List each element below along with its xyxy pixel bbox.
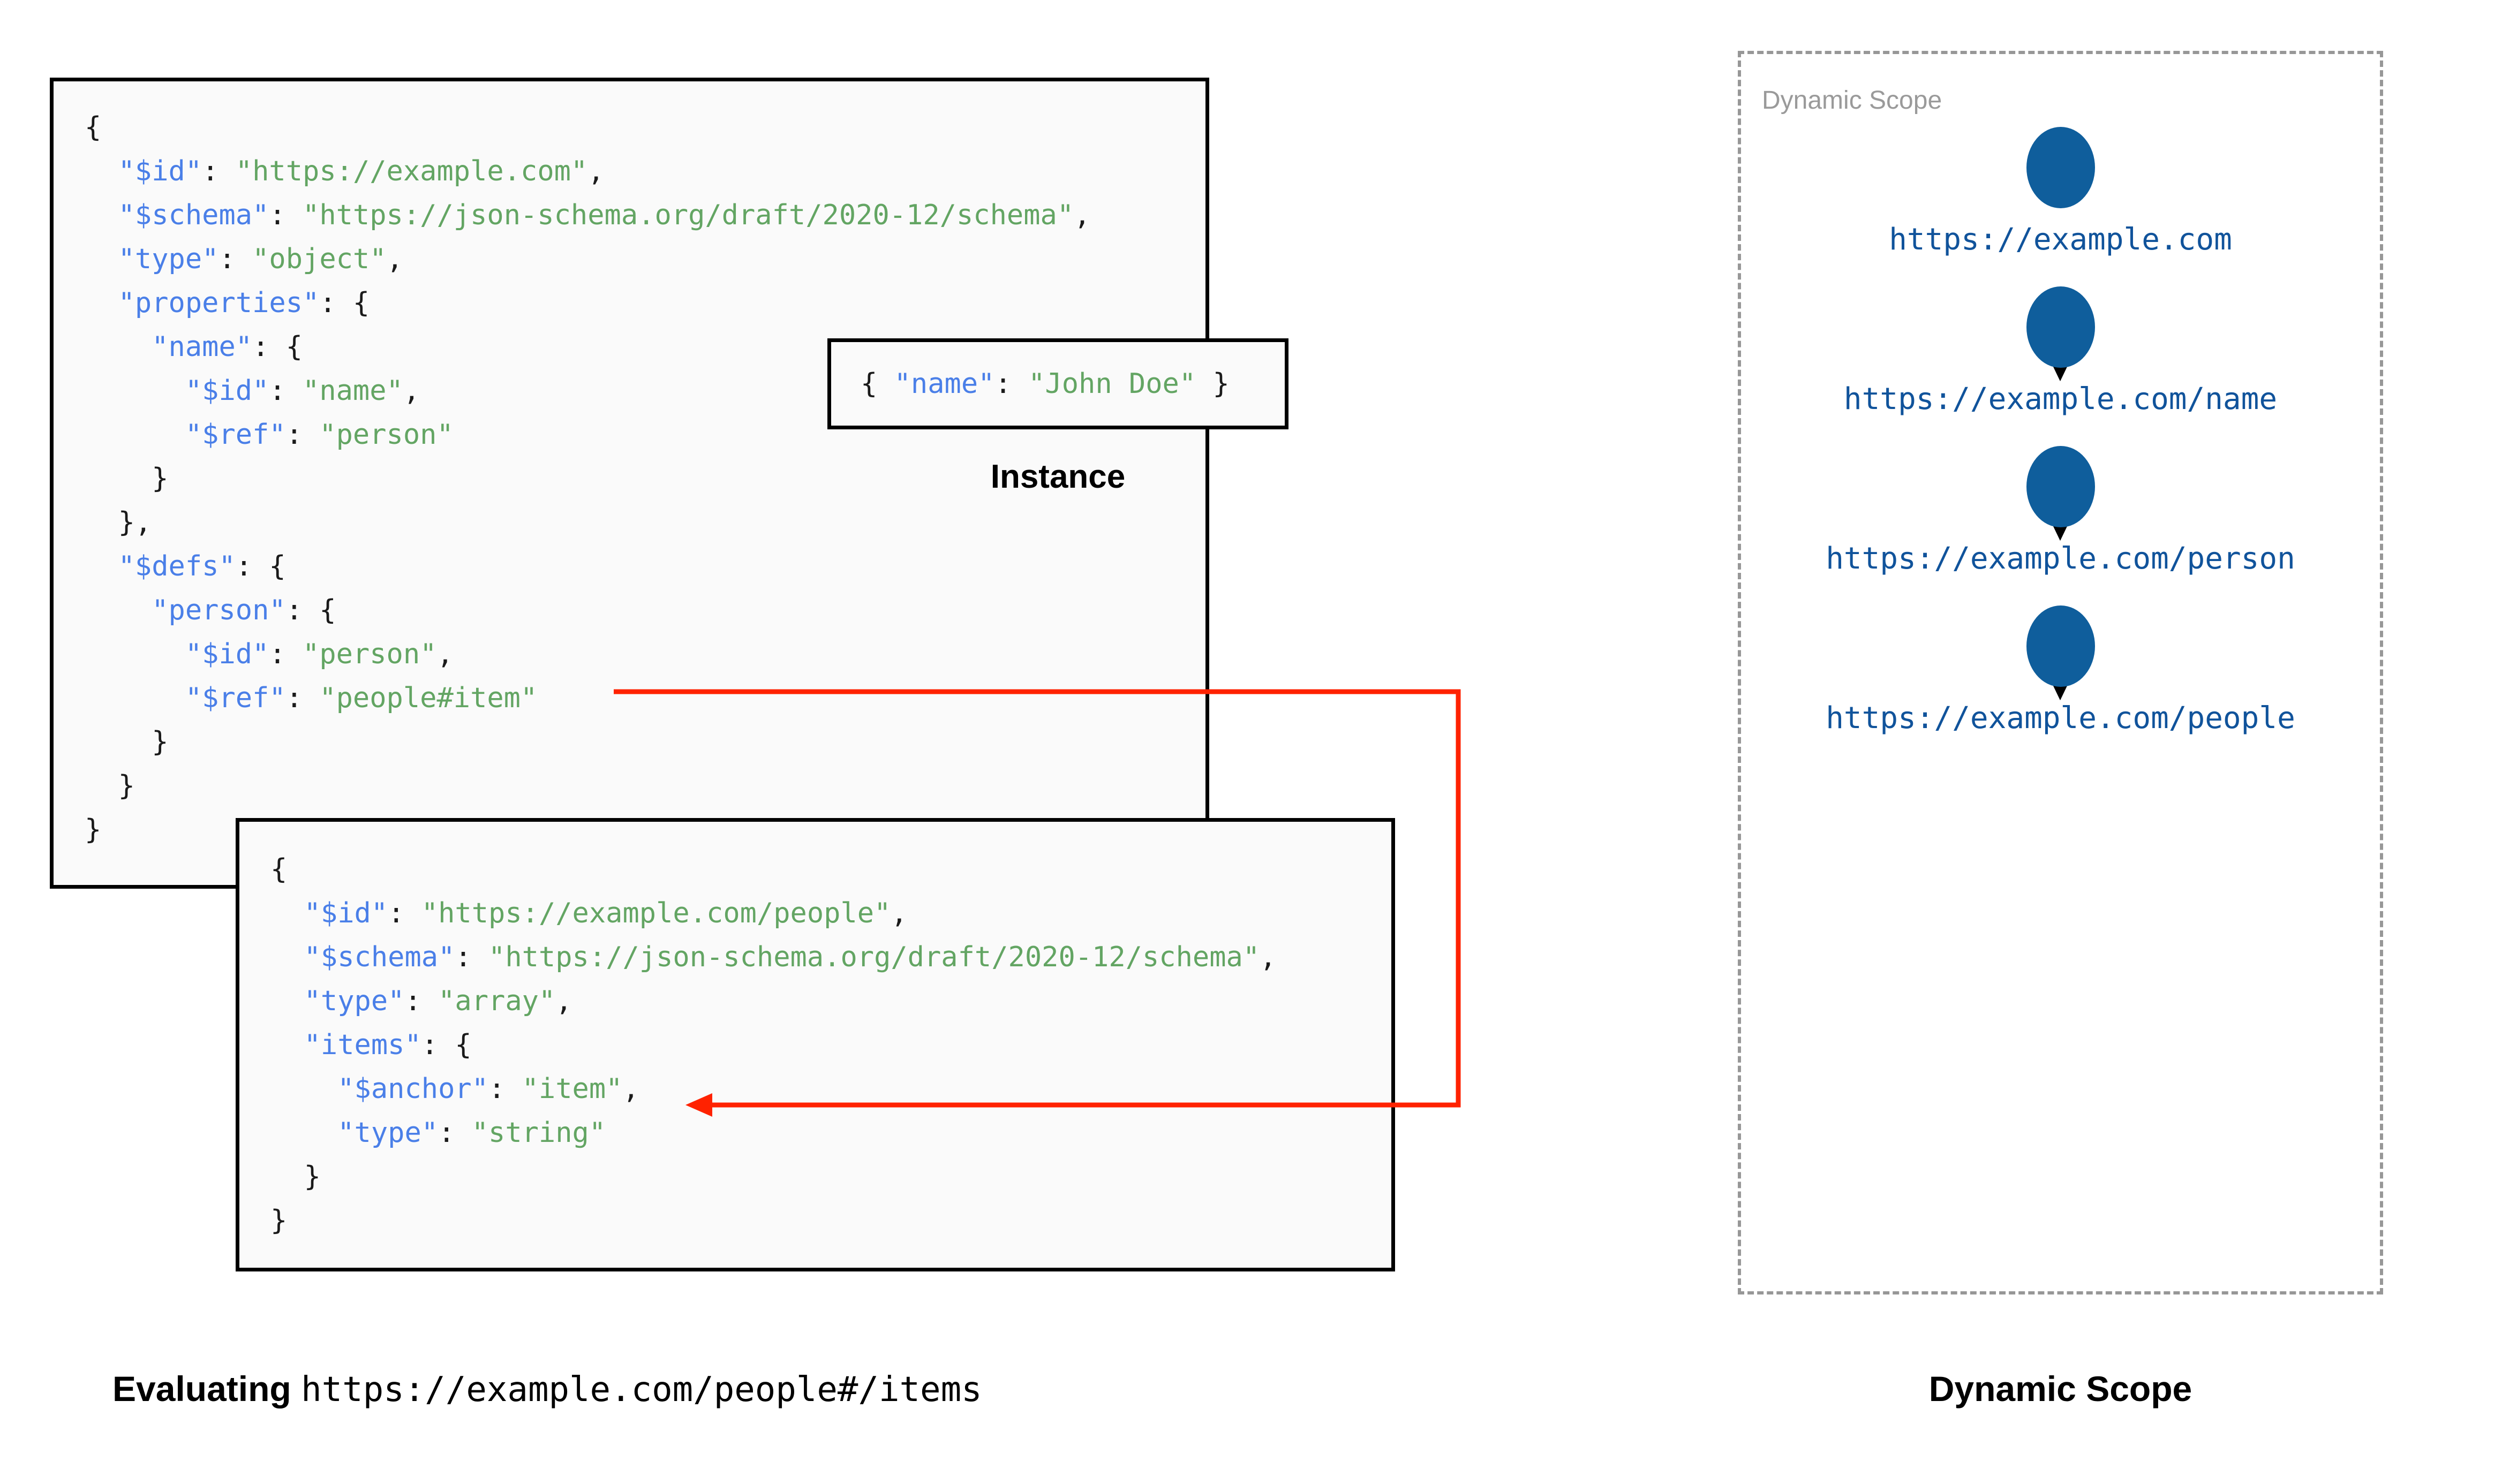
left-caption-url: https://example.com/people#/items (301, 1370, 982, 1410)
scope-node-label: https://example.com/people (1826, 701, 2295, 736)
scope-node-circle (2026, 605, 2095, 687)
scope-node-0: https://example.com (1738, 127, 2383, 257)
schema-root-code: { "$id": "https://example.com", "$schema… (85, 111, 1091, 846)
scope-node-circle (2026, 446, 2095, 527)
people-schema-box: { "$id": "https://example.com/people", "… (236, 818, 1395, 1271)
scope-node-label: https://example.com/name (1843, 382, 2278, 417)
dynamic-scope-panel-label: Dynamic Scope (1762, 86, 1942, 115)
right-caption: Dynamic Scope (1928, 1369, 2192, 1409)
instance-box: { "name": "John Doe" } (827, 338, 1288, 429)
people-schema-code: { "$id": "https://example.com/people", "… (270, 853, 1277, 1237)
scope-node-circle (2026, 127, 2095, 208)
scope-node-3: https://example.com/people (1738, 605, 2383, 736)
instance-caption: Instance (990, 458, 1126, 495)
left-caption: Evaluating https://example.com/people#/i… (112, 1368, 982, 1410)
scope-node-label: https://example.com/person (1826, 541, 2295, 576)
scope-node-label: https://example.com (1889, 222, 2232, 257)
scope-node-2: https://example.com/person (1738, 446, 2383, 576)
scope-node-1: https://example.com/name (1738, 286, 2383, 417)
dynamic-scope-panel (1738, 51, 2383, 1294)
instance-code: { "name": "John Doe" } (861, 368, 1230, 400)
left-caption-prefix: Evaluating (112, 1369, 291, 1409)
scope-node-circle (2026, 286, 2095, 368)
